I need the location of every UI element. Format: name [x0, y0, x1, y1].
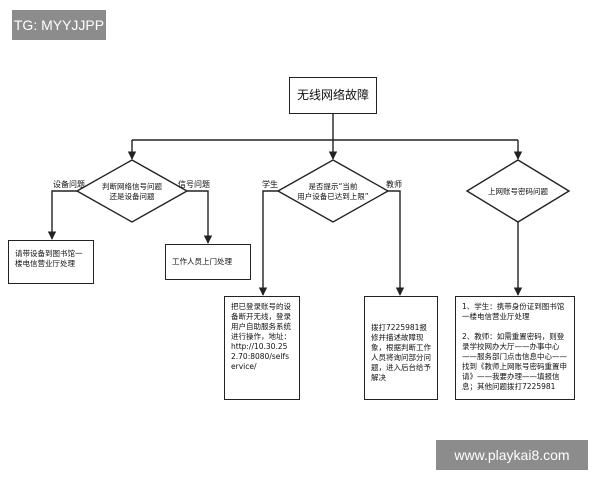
edge-label-teacher: 教师	[386, 180, 402, 189]
decision-device-diamond	[75, 159, 189, 223]
root-node: 无线网络故障	[289, 77, 377, 114]
box-student-fix-text: 把已登录账号的设备断开无线，登录用户自助服务系统进行操作，地址：http://1…	[231, 302, 291, 371]
watermark-bottom-right: www.playkai8.com	[436, 440, 588, 470]
root-node-label: 无线网络故障	[296, 88, 369, 102]
connector-signal-issue	[187, 190, 213, 244]
decision-device-text: 判断网络信号问题 还是设备问题	[82, 182, 182, 201]
watermark-top-left: TG: MYYJJPP	[12, 10, 106, 40]
decision-device-line1: 判断网络信号问题	[102, 182, 162, 191]
box-student-fix: 把已登录账号的设备断开无线，登录用户自助服务系统进行操作，地址：http://1…	[224, 296, 300, 400]
decision-student-line1: 是否提示“当前	[308, 182, 358, 191]
decision-account-text: 上网账号密码问题	[470, 187, 566, 197]
decision-student-line2: 用户设备已达到上限”	[297, 191, 369, 201]
box-device-fix: 请带设备到图书馆一楼电信营业厅处理	[8, 240, 94, 284]
box-account-fix: 1、学生：携带身份证到图书馆一楼电信营业厅处理 2、教师：如需重置密码，则登录学…	[455, 296, 575, 400]
edge-label-student: 学生	[262, 180, 278, 189]
edge-label-device-issue: 设备问题	[53, 180, 85, 189]
decision-student-diamond	[276, 159, 390, 223]
decision-device-line2: 还是设备问题	[109, 191, 155, 201]
box-teacher-fix: 拨打7225981报修并描述故障现象，根据判断工作人员将询问部分问题，进入后台给…	[364, 296, 438, 400]
connector-teacher	[388, 190, 405, 296]
decision-account-line: 上网账号密码问题	[488, 187, 548, 196]
box-account-fix-text: 1、学生：携带身份证到图书馆一楼电信营业厅处理 2、教师：如需重置密码，则登录学…	[462, 302, 567, 391]
connector-student	[258, 190, 278, 296]
connector-device-issue	[47, 190, 77, 240]
box-signal-fix: 工作人员上门处理	[165, 244, 251, 280]
box-signal-fix-text: 工作人员上门处理	[172, 257, 232, 266]
decision-student-text: 是否提示“当前 用户设备已达到上限”	[283, 182, 383, 201]
edge-label-signal-issue: 信号问题	[178, 180, 210, 189]
box-device-fix-text: 请带设备到图书馆一楼电信营业厅处理	[15, 249, 83, 268]
box-teacher-fix-text: 拨打7225981报修并描述故障现象，根据判断工作人员将询问部分问题，进入后台给…	[371, 323, 431, 382]
